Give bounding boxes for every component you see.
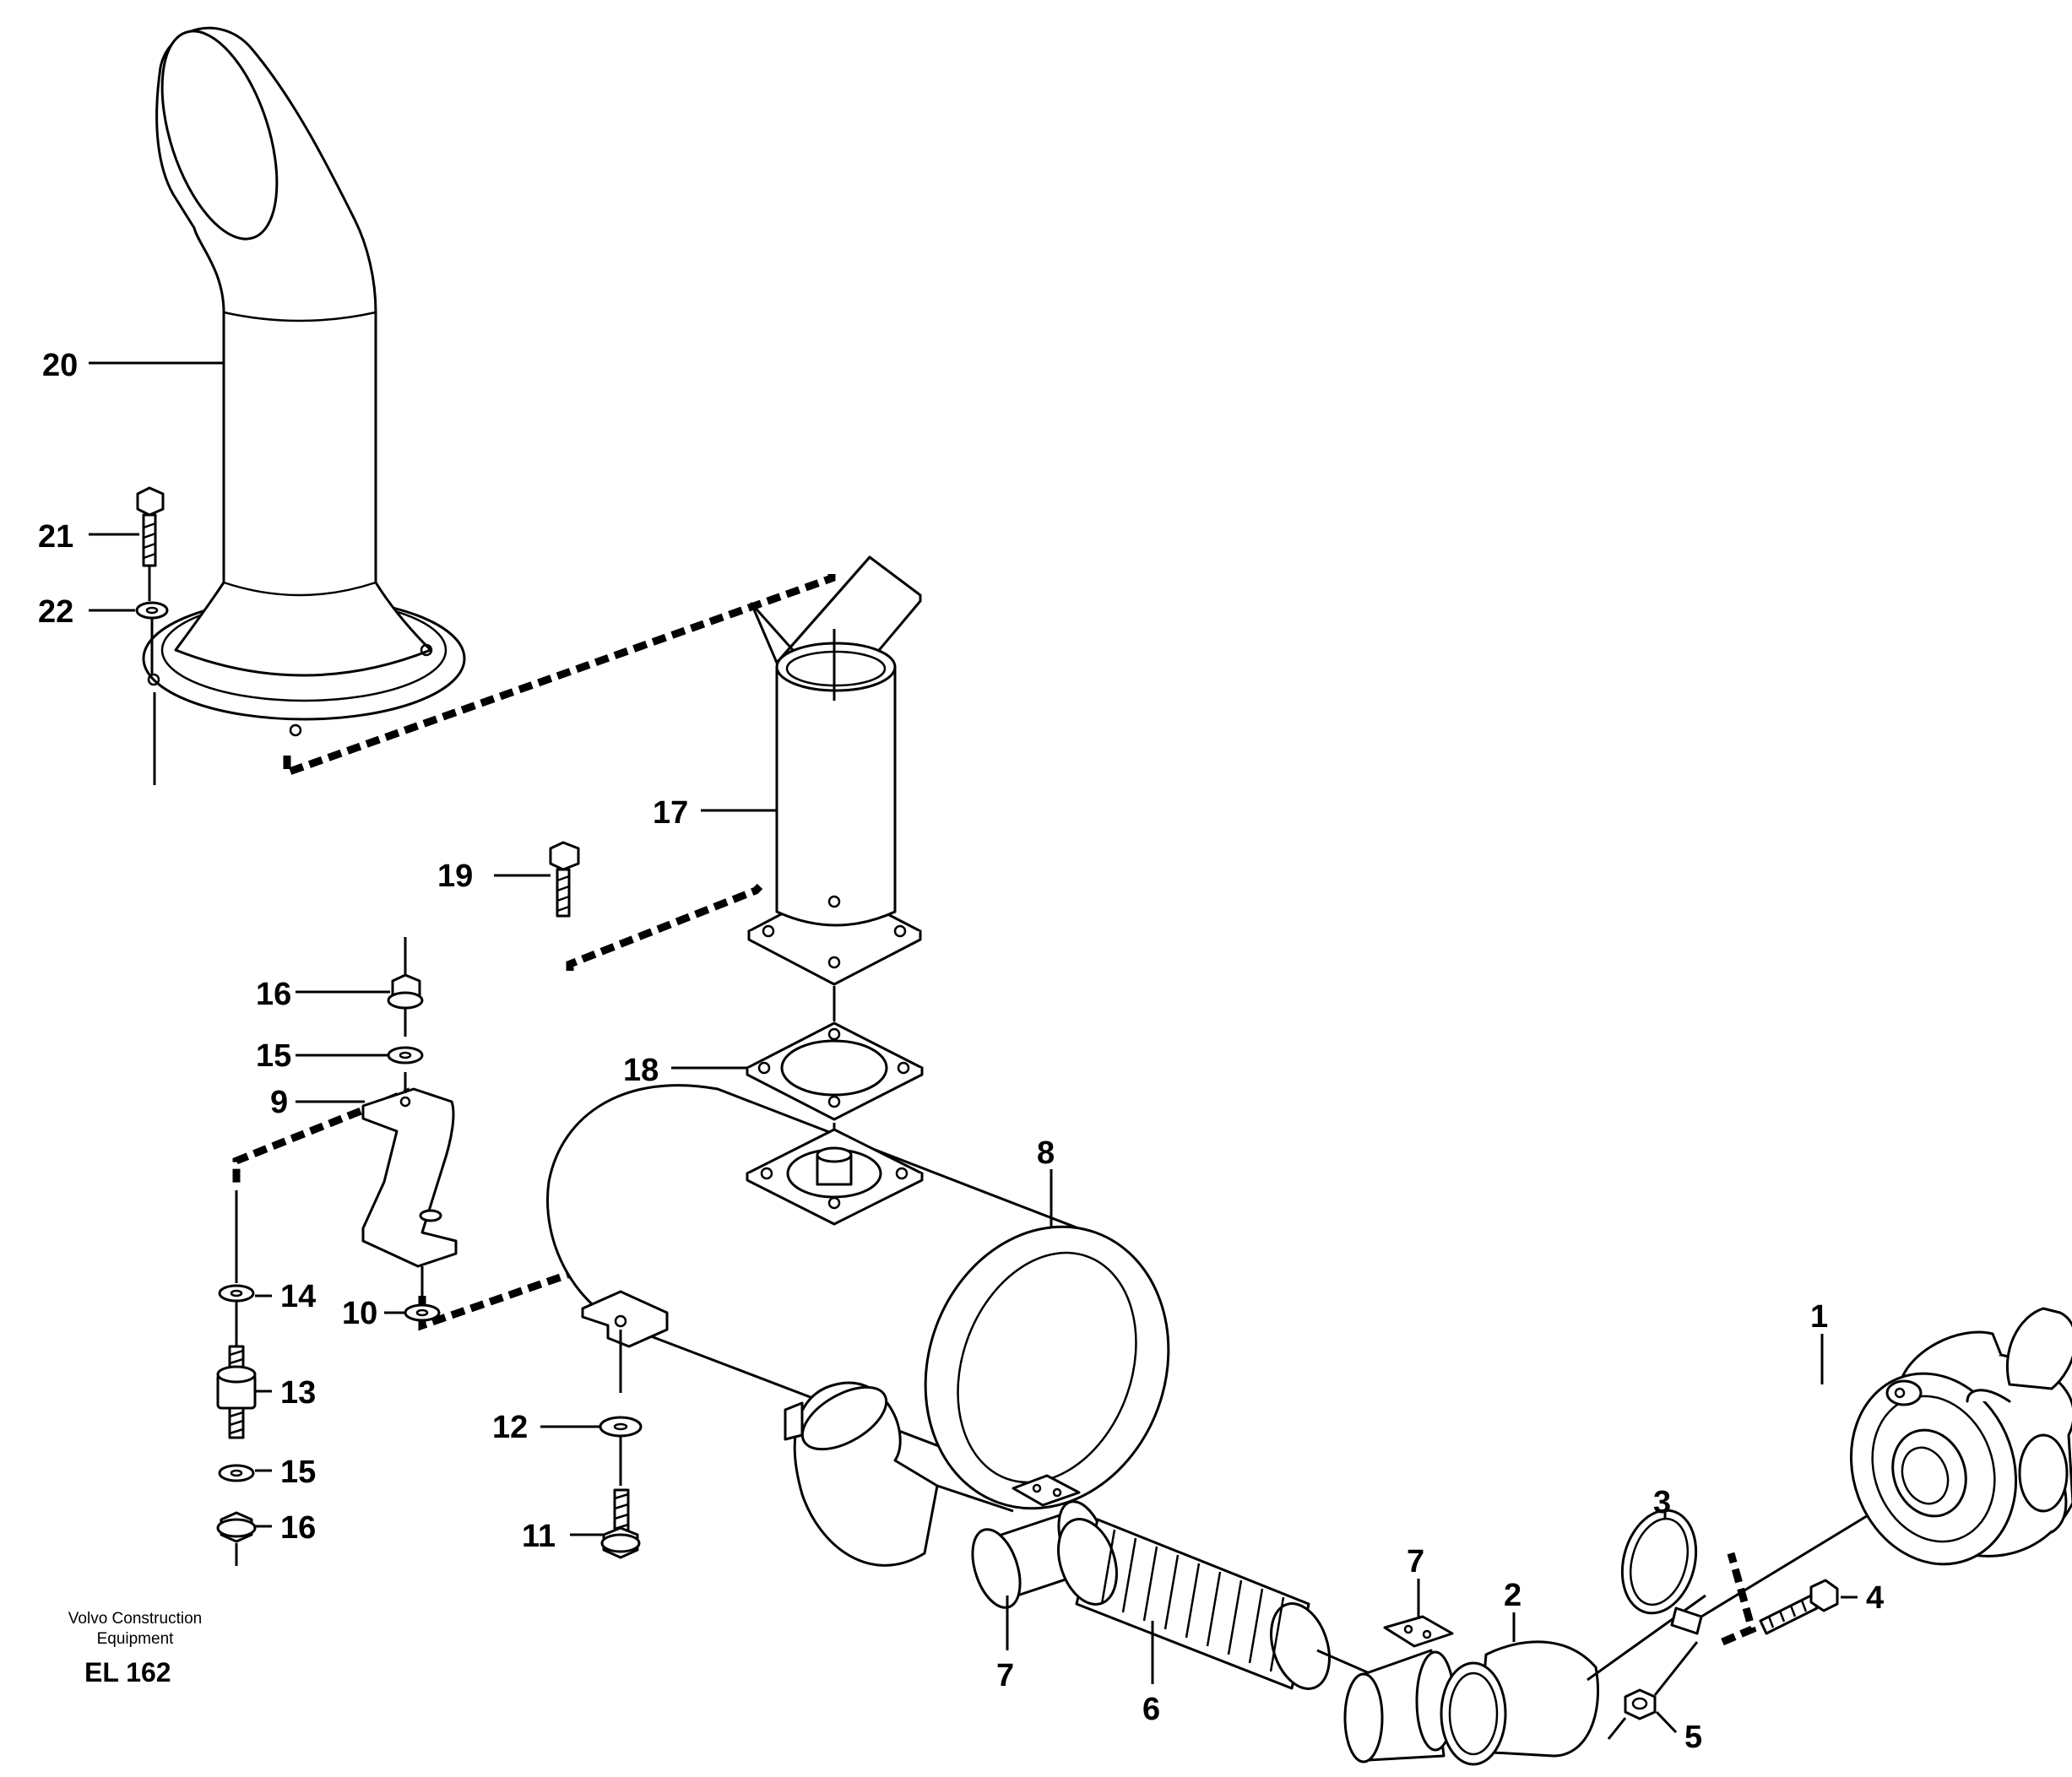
leader-lines: [89, 361, 1858, 1734]
mounting-bracket: [361, 1072, 458, 1300]
intermediate-pipe: [747, 555, 922, 1021]
bracket-top-washer: [387, 1046, 424, 1065]
turbo-screw: [1759, 1579, 1839, 1635]
callout-22: 22: [38, 594, 73, 630]
callout-13: 13: [280, 1375, 316, 1411]
callout-15-bottom: 15: [280, 1455, 316, 1490]
callout-17: 17: [653, 795, 688, 831]
exhaust-stack: [142, 26, 466, 785]
callout-20: 20: [42, 348, 78, 383]
callout-1: 1: [1810, 1299, 1828, 1335]
silencer-mount-washer: [599, 1416, 643, 1486]
callout-16-bottom: 16: [280, 1510, 316, 1546]
callout-9: 9: [270, 1085, 288, 1120]
callout-10: 10: [342, 1296, 377, 1331]
flange-gasket: [746, 1021, 924, 1148]
bracket-top-nut: [387, 937, 424, 1037]
callout-5: 5: [1684, 1720, 1702, 1755]
stack-flange-washer: [135, 601, 169, 675]
bracket-washer: [404, 1303, 441, 1322]
callout-3: 3: [1653, 1485, 1671, 1520]
flexible-hose: [1057, 1518, 1386, 1690]
elbow-pipe: [1440, 1594, 1706, 1766]
callout-15-top: 15: [256, 1038, 291, 1074]
callout-14: 14: [280, 1279, 316, 1314]
pipe-flange-bolt: [549, 841, 580, 918]
drawing-footer: Volvo Construction Equipment EL 162: [68, 1610, 202, 1688]
drawing-reference: EL 162: [84, 1657, 171, 1688]
hose-clamp-right: [1343, 1615, 1456, 1763]
callout-21: 21: [38, 519, 73, 555]
callout-16-top: 16: [256, 977, 291, 1012]
callout-4: 4: [1866, 1580, 1884, 1616]
callout-11: 11: [522, 1519, 556, 1554]
callout-12: 12: [492, 1410, 528, 1445]
turbocharger: [1849, 1307, 2072, 1566]
callout-7-left: 7: [996, 1658, 1014, 1693]
callout-7-right: 7: [1407, 1544, 1424, 1579]
callout-19: 19: [437, 859, 473, 894]
clamp-nut: [1607, 1641, 1699, 1740]
callout-8: 8: [1037, 1135, 1055, 1171]
brand-line-1: Volvo Construction: [68, 1610, 202, 1628]
callout-labels: 20 21 22 17 19 18 16 15 9 8 14 10 13 12 …: [38, 348, 1884, 1755]
silencer-mount-screw: [600, 1488, 641, 1559]
callout-6: 6: [1142, 1692, 1160, 1727]
callout-2: 2: [1504, 1578, 1521, 1613]
silencer: [546, 1084, 1170, 1567]
stack-flange-bolt: [136, 486, 165, 601]
callout-18: 18: [623, 1053, 659, 1088]
brand-line-2: Equipment: [97, 1630, 175, 1648]
rubber-mount-stack: [216, 1190, 257, 1566]
